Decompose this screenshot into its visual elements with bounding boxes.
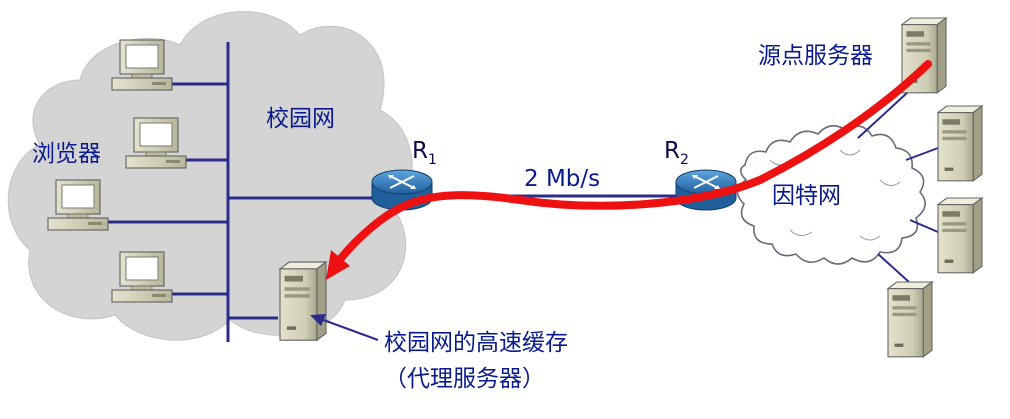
campus-cloud [7,11,413,341]
origin-server-label: 源点服务器 [758,43,873,69]
link-server-b [909,219,939,233]
cache-label-line2: （代理服务器） [384,366,545,392]
tower-server-icon [937,197,983,274]
desktop-computer-icon [47,179,109,231]
cache-pointer-arrow [310,314,379,341]
router-r2-name: R [664,138,680,164]
link-origin-server [857,91,909,139]
router-r1-label: R1 [412,138,437,168]
desktop-computer-icon [125,117,187,169]
tower-server-icon [937,105,983,182]
cache-label-line1: 校园网的高速缓存 [384,330,568,356]
browser-label: 浏览器 [32,141,101,167]
link-speed-label: 2 Mb/s [524,166,601,192]
router-r2-subscript: 2 [679,152,689,168]
proxy-server-icon [279,261,327,341]
internet-label: 因特网 [772,183,841,209]
tower-server-icon [887,281,933,358]
internet-cloud [736,125,926,265]
router-r1-name: R [412,138,428,164]
router-r1-subscript: 1 [427,152,437,168]
link-server-a [905,147,939,161]
traffic-arrow [326,60,932,280]
desktop-computer-icon [111,39,173,91]
lan-wiring [104,42,372,342]
campus-network-label: 校园网 [266,106,335,132]
router-r2-label: R2 [664,138,689,168]
desktop-computer-icon [111,251,173,303]
